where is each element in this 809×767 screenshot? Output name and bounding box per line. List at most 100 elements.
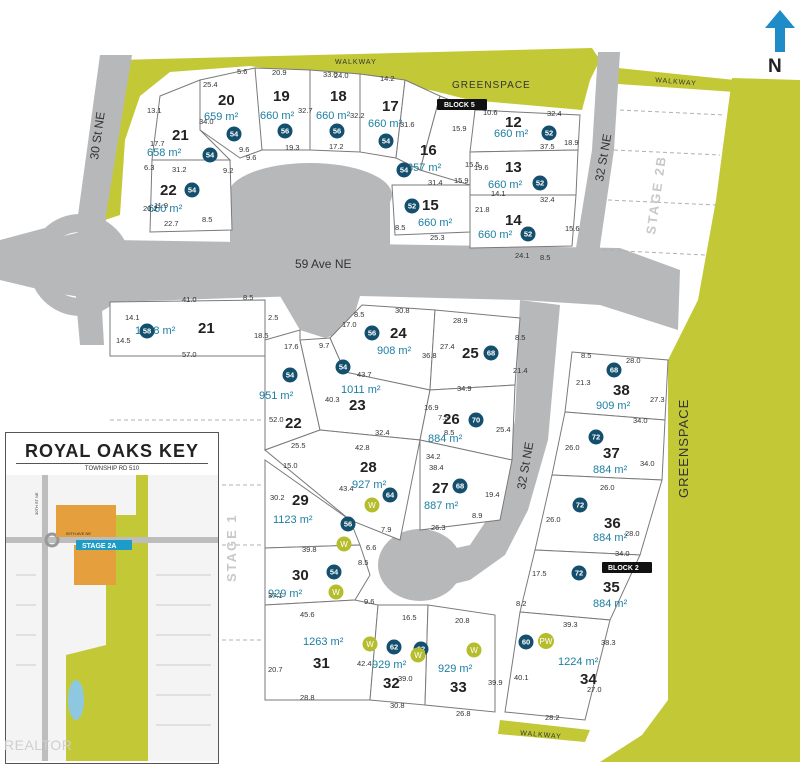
dimension-label: 38.4 bbox=[429, 463, 444, 472]
walkway-badge-2: W bbox=[328, 584, 344, 600]
street-label-30-st: 30 St NE bbox=[87, 111, 108, 161]
stage-zones bbox=[110, 109, 726, 641]
road-32-st-south bbox=[390, 300, 560, 592]
lot-number: 25 bbox=[462, 345, 479, 362]
dimension-label: 18.9 bbox=[564, 138, 579, 147]
dimension-label: 6.3 bbox=[144, 163, 154, 172]
lot-area: 884 m² bbox=[428, 433, 463, 445]
lot-frontage-badge: 52 bbox=[532, 175, 548, 191]
dimension-label: 34.0 bbox=[615, 549, 630, 558]
dimension-label: 26.3 bbox=[431, 523, 446, 532]
lot-number: 27 bbox=[432, 480, 449, 497]
dimension-label: 34.0 bbox=[640, 459, 655, 468]
dimension-label: 34.9 bbox=[457, 384, 472, 393]
svg-text:PW: PW bbox=[540, 637, 553, 646]
svg-text:58: 58 bbox=[143, 327, 151, 336]
dimension-label: 25.4 bbox=[203, 80, 218, 89]
lot-number: 33 bbox=[450, 679, 467, 696]
dimension-label: 8.5 bbox=[581, 351, 591, 360]
lot-number: 21 bbox=[198, 320, 215, 337]
lot-number: 22 bbox=[160, 182, 177, 199]
dimension-label: 8.5 bbox=[202, 215, 212, 224]
lot-number: 20 bbox=[218, 92, 235, 109]
walkway-badge-1: W bbox=[336, 536, 352, 552]
lot-frontage-badge: 72 bbox=[588, 429, 604, 445]
lot-area: 660 m² bbox=[260, 110, 295, 122]
dimension-label: 6.6 bbox=[366, 543, 376, 552]
dimension-label: 20.2 bbox=[143, 204, 158, 213]
lot-area: 1123 m² bbox=[273, 514, 313, 526]
dimension-label: 28.8 bbox=[300, 693, 315, 702]
lot-area: 660 m² bbox=[418, 217, 453, 229]
dimension-label: 9.6 bbox=[246, 153, 256, 162]
svg-text:54: 54 bbox=[339, 363, 348, 372]
lot-area: 1224 m² bbox=[558, 656, 599, 668]
key-title: ROYAL OAKS KEY bbox=[24, 441, 200, 461]
dimension-label: 10.6 bbox=[483, 108, 498, 117]
dimension-label: 21.4 bbox=[513, 366, 528, 375]
svg-text:54: 54 bbox=[206, 151, 215, 160]
lot-area: 1263 m² bbox=[303, 636, 344, 648]
dimension-label: 26.8 bbox=[456, 709, 471, 718]
dimension-label: 8.5 bbox=[354, 310, 364, 319]
svg-text:54: 54 bbox=[330, 568, 339, 577]
svg-text:54: 54 bbox=[230, 130, 239, 139]
dimension-label: 32.4 bbox=[547, 109, 562, 118]
svg-text:W: W bbox=[368, 501, 376, 510]
lot-area: 660 m² bbox=[316, 110, 351, 122]
walkway-top-right bbox=[618, 68, 735, 92]
dimension-label: 21.8 bbox=[475, 205, 490, 214]
svg-text:60: 60 bbox=[522, 638, 530, 647]
lot-area: 927 m² bbox=[352, 479, 387, 491]
key-map-drawing: STAGE 2A 59TH AVE NE 30TH ST NE bbox=[6, 475, 218, 761]
dimension-label: 8.5 bbox=[395, 223, 405, 232]
dimension-label: 31.2 bbox=[172, 165, 187, 174]
dimension-label: 8.2 bbox=[516, 599, 526, 608]
dimension-label: 42.8 bbox=[355, 443, 370, 452]
label-walkway-bottom: WALKWAY bbox=[520, 730, 562, 741]
lot-number: 21 bbox=[172, 127, 189, 144]
lot-number: 17 bbox=[382, 98, 399, 115]
dimension-label: 14.1 bbox=[125, 313, 140, 322]
svg-text:BLOCK 2: BLOCK 2 bbox=[608, 565, 639, 572]
dimension-label: 32.2 bbox=[350, 111, 365, 120]
dimension-label: 15.9 bbox=[454, 176, 469, 185]
cul-de-sac-south bbox=[378, 529, 462, 601]
key-street-59: 59TH AVE NE bbox=[66, 531, 91, 536]
dimension-label: 19.3 bbox=[285, 143, 300, 152]
dimension-label: 32.4 bbox=[375, 428, 390, 437]
dimension-label: 18.5 bbox=[254, 331, 269, 340]
dimension-label: 38.3 bbox=[601, 638, 616, 647]
svg-text:72: 72 bbox=[576, 501, 584, 510]
dimension-label: 20.7 bbox=[268, 665, 283, 674]
